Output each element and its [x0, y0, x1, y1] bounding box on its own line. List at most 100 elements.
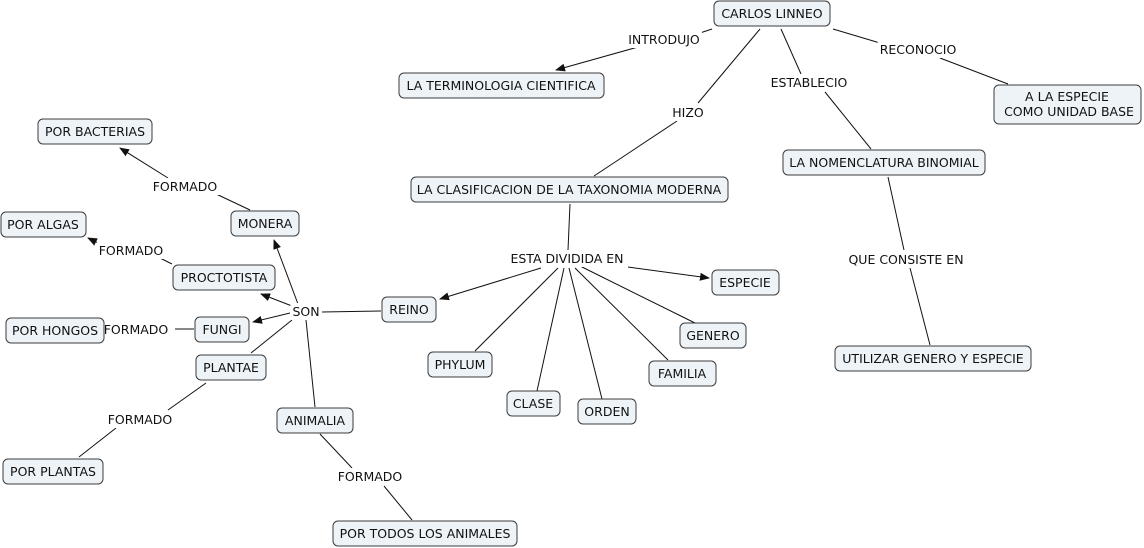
edge-establecio-nomenclatura — [824, 91, 872, 150]
node-orden-label: ORDEN — [584, 404, 629, 419]
link-label-background — [335, 468, 405, 485]
node-phylum-label: PHYLUM — [435, 357, 486, 372]
edge-reconocio-especie-unidad — [939, 57, 1009, 85]
edge-formado-plantas — [78, 427, 117, 458]
node-clasificacion-label: LA CLASIFICACION DE LA TAXONOMIA MODERNA — [417, 182, 722, 197]
edge-animalia-formado — [319, 433, 353, 469]
node-por-hongos[interactable]: POR HONGOS — [5, 317, 105, 344]
node-utilizar[interactable]: UTILIZAR GENERO Y ESPECIE — [834, 345, 1032, 372]
link-formado-bacterias: FORMADO — [153, 179, 218, 194]
link-label-background — [290, 303, 322, 320]
node-phylum[interactable]: PHYLUM — [427, 351, 493, 378]
node-carlos-linneo[interactable]: CARLOS LINNEO — [713, 0, 831, 27]
node-animalia[interactable]: ANIMALIA — [276, 407, 354, 434]
edge-hizo-clasificacion — [593, 120, 678, 177]
edge-dividida-phylum — [474, 267, 559, 352]
node-especie[interactable]: ESPECIE — [711, 269, 780, 296]
edge-formado-bacterias — [119, 147, 169, 179]
node-por-bacterias[interactable]: POR BACTERIAS — [37, 118, 153, 145]
node-reino[interactable]: REINO — [381, 296, 437, 323]
node-especie-unidad-line2: COMO UNIDAD BASE — [1004, 104, 1134, 119]
edge-linneo-reconocio — [832, 28, 881, 44]
edge-monera-formado — [213, 192, 251, 211]
edges — [78, 28, 1009, 521]
edge-clasificacion-dividida — [567, 203, 571, 251]
edge-linneo-introdujo — [699, 28, 713, 34]
link-label-background — [670, 104, 706, 121]
node-por-plantas[interactable]: POR PLANTAS — [2, 458, 104, 485]
node-terminologia[interactable]: LA TERMINOLOGIA CIENTIFICA — [398, 72, 605, 99]
node-por-algas[interactable]: POR ALGAS — [0, 211, 87, 238]
link-label-background — [626, 31, 702, 48]
node-por-algas-label: POR ALGAS — [7, 217, 79, 232]
edge-nomenclatura-consiste — [887, 176, 905, 251]
node-carlos-linneo-label: CARLOS LINNEO — [721, 6, 822, 21]
node-especie-label: ESPECIE — [719, 275, 771, 290]
edge-dividida-especie — [627, 266, 710, 281]
edge-dividida-clase — [536, 267, 565, 392]
link-label-background — [96, 242, 166, 259]
link-formado-plantas: FORMADO — [108, 412, 173, 427]
edge-introdujo-terminologia — [555, 46, 639, 72]
node-reino-label: REINO — [389, 302, 429, 317]
node-especie-unidad-line1: A LA ESPECIE — [1025, 89, 1109, 104]
node-genero-label: GENERO — [686, 328, 740, 343]
node-orden[interactable]: ORDEN — [577, 398, 637, 425]
link-label-background — [508, 250, 626, 267]
edge-son-animalia — [305, 319, 316, 408]
edge-dividida-orden — [568, 267, 603, 400]
node-genero[interactable]: GENERO — [679, 322, 747, 349]
node-por-animales[interactable]: POR TODOS LOS ANIMALES — [332, 520, 518, 547]
link-labels: INTRODUJO RECONOCIO ESTABLECIO HIZO QUE … — [96, 31, 966, 485]
node-fungi[interactable]: FUNGI — [194, 316, 250, 343]
edge-linneo-hizo — [697, 28, 761, 104]
edge-son-proctotista — [260, 293, 293, 307]
link-label-background — [846, 251, 966, 268]
link-label-background — [150, 178, 220, 195]
edge-dividida-familia — [574, 267, 669, 361]
link-hizo: HIZO — [672, 105, 704, 120]
node-especie-unidad[interactable]: A LA ESPECIE COMO UNIDAD BASE — [993, 84, 1142, 125]
link-establecio: ESTABLECIO — [771, 75, 848, 90]
node-proctotista-label: PROCTOTISTA — [181, 270, 268, 285]
edge-son-monera — [273, 239, 299, 305]
link-label-background — [105, 411, 175, 428]
node-familia[interactable]: FAMILIA — [648, 360, 717, 387]
node-monera-label: MONERA — [238, 216, 293, 231]
node-monera[interactable]: MONERA — [230, 210, 300, 237]
node-plantae[interactable]: PLANTAE — [195, 354, 267, 381]
link-formado-algas: FORMADO — [99, 243, 164, 258]
node-nomenclatura[interactable]: LA NOMENCLATURA BINOMIAL — [782, 149, 986, 176]
link-introdujo: INTRODUJO — [628, 32, 700, 47]
node-nomenclatura-label: LA NOMENCLATURA BINOMIAL — [789, 155, 979, 170]
edge-son-plantae — [250, 319, 293, 354]
node-terminologia-label: LA TERMINOLOGIA CIENTIFICA — [406, 78, 595, 93]
link-formado-hongos: FORMADO — [104, 322, 169, 337]
edge-formado-animales — [383, 485, 413, 521]
node-por-plantas-label: POR PLANTAS — [10, 464, 96, 479]
edge-dividida-genero — [579, 265, 696, 324]
edge-consiste-utilizar — [909, 267, 931, 346]
node-fungi-label: FUNGI — [202, 322, 241, 337]
node-por-bacterias-label: POR BACTERIAS — [45, 124, 145, 139]
link-reconocio: RECONOCIO — [880, 42, 957, 57]
node-clasificacion[interactable]: LA CLASIFICACION DE LA TAXONOMIA MODERNA — [410, 176, 729, 203]
node-utilizar-label: UTILIZAR GENERO Y ESPECIE — [842, 351, 1024, 366]
edge-linneo-establecio — [780, 28, 802, 75]
link-formado-animales: FORMADO — [338, 469, 403, 484]
link-que-consiste: QUE CONSISTE EN — [848, 252, 963, 267]
node-clase-label: CLASE — [513, 396, 553, 411]
edge-dividida-reino — [439, 267, 542, 301]
node-proctotista[interactable]: PROCTOTISTA — [172, 264, 276, 291]
node-familia-label: FAMILIA — [658, 366, 707, 381]
link-label-background — [101, 321, 171, 338]
link-label-background — [877, 41, 959, 58]
node-por-animales-label: POR TODOS LOS ANIMALES — [340, 526, 511, 541]
node-clase[interactable]: CLASE — [506, 390, 561, 417]
node-animalia-label: ANIMALIA — [285, 413, 346, 428]
link-esta-dividida: ESTA DIVIDIDA EN — [510, 251, 623, 266]
link-son: SON — [292, 304, 319, 319]
link-label-background — [768, 74, 850, 91]
